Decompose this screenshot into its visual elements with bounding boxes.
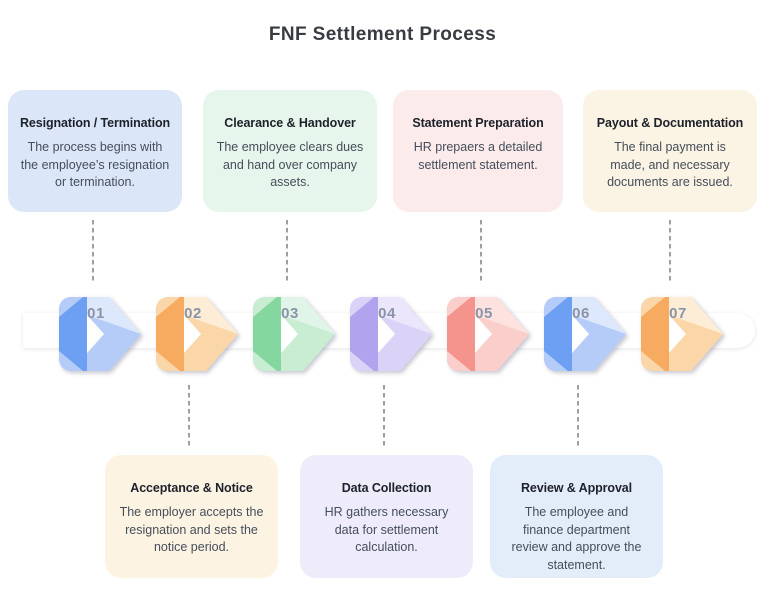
timeline-step-07: 07 <box>641 297 723 371</box>
connector-step-07 <box>669 220 671 282</box>
timeline-step-06: 06 <box>544 297 626 371</box>
timeline-step-04: 04 <box>350 297 432 371</box>
card-statement-preparation: Statement Preparation HR prepaers a deta… <box>393 90 563 212</box>
card-body: The employee and finance department revi… <box>511 505 642 572</box>
connector-step-05 <box>480 220 482 282</box>
card-resignation-termination: Resignation / Termination The process be… <box>8 90 182 212</box>
page-title: FNF Settlement Process <box>268 24 497 45</box>
step-number: 05 <box>475 305 493 322</box>
step-number: 03 <box>281 305 299 322</box>
step-number: 06 <box>572 305 590 322</box>
step-number: 01 <box>87 305 105 322</box>
card-title: Acceptance & Notice <box>130 481 253 495</box>
card-title: Review & Approval <box>520 481 633 495</box>
chevron-arrow-icon: 05 <box>447 297 529 371</box>
card-body: The process begins with the employee’s r… <box>20 140 170 189</box>
connector-step-03 <box>286 220 288 282</box>
chevron-arrow-icon: 06 <box>544 297 626 371</box>
card-clearance-handover: Clearance & Handover The employee clears… <box>203 90 377 212</box>
chevron-arrow-icon: 02 <box>156 297 238 371</box>
timeline-step-02: 02 <box>156 297 238 371</box>
card-title: Payout & Documentation <box>596 116 744 130</box>
card-payout-documentation: Payout & Documentation The final payment… <box>583 90 757 212</box>
card-body: The employer accepts the resignation and… <box>119 505 264 554</box>
timeline-step-03: 03 <box>253 297 335 371</box>
chevron-arrow-icon: 07 <box>641 297 723 371</box>
connector-step-06 <box>577 385 579 447</box>
chevron-arrow-icon: 01 <box>59 297 141 371</box>
timeline-step-01: 01 <box>59 297 141 371</box>
step-number: 07 <box>669 305 687 322</box>
connector-step-04 <box>383 385 385 447</box>
timeline-step-05: 05 <box>447 297 529 371</box>
step-number: 04 <box>378 305 396 322</box>
connector-step-01 <box>92 220 94 282</box>
card-body: The employee clears dues and hand over c… <box>216 140 364 189</box>
card-body: HR gathers necessary data for settlement… <box>324 505 449 554</box>
card-title: Data Collection <box>341 481 432 495</box>
card-acceptance-notice: Acceptance & Notice The employer accepts… <box>105 455 278 578</box>
card-data-collection: Data Collection HR gathers necessary dat… <box>300 455 473 578</box>
card-title: Resignation / Termination <box>19 116 171 130</box>
card-review-approval: Review & Approval The employee and finan… <box>490 455 663 578</box>
chevron-arrow-icon: 04 <box>350 297 432 371</box>
card-body: The final payment is made, and necessary… <box>607 140 733 189</box>
step-number: 02 <box>184 305 202 322</box>
card-title: Statement Preparation <box>412 116 544 130</box>
card-body: HR prepaers a detailed settlement statem… <box>413 140 543 172</box>
connector-step-02 <box>188 385 190 447</box>
card-title: Clearance & Handover <box>224 116 356 130</box>
chevron-arrow-icon: 03 <box>253 297 335 371</box>
